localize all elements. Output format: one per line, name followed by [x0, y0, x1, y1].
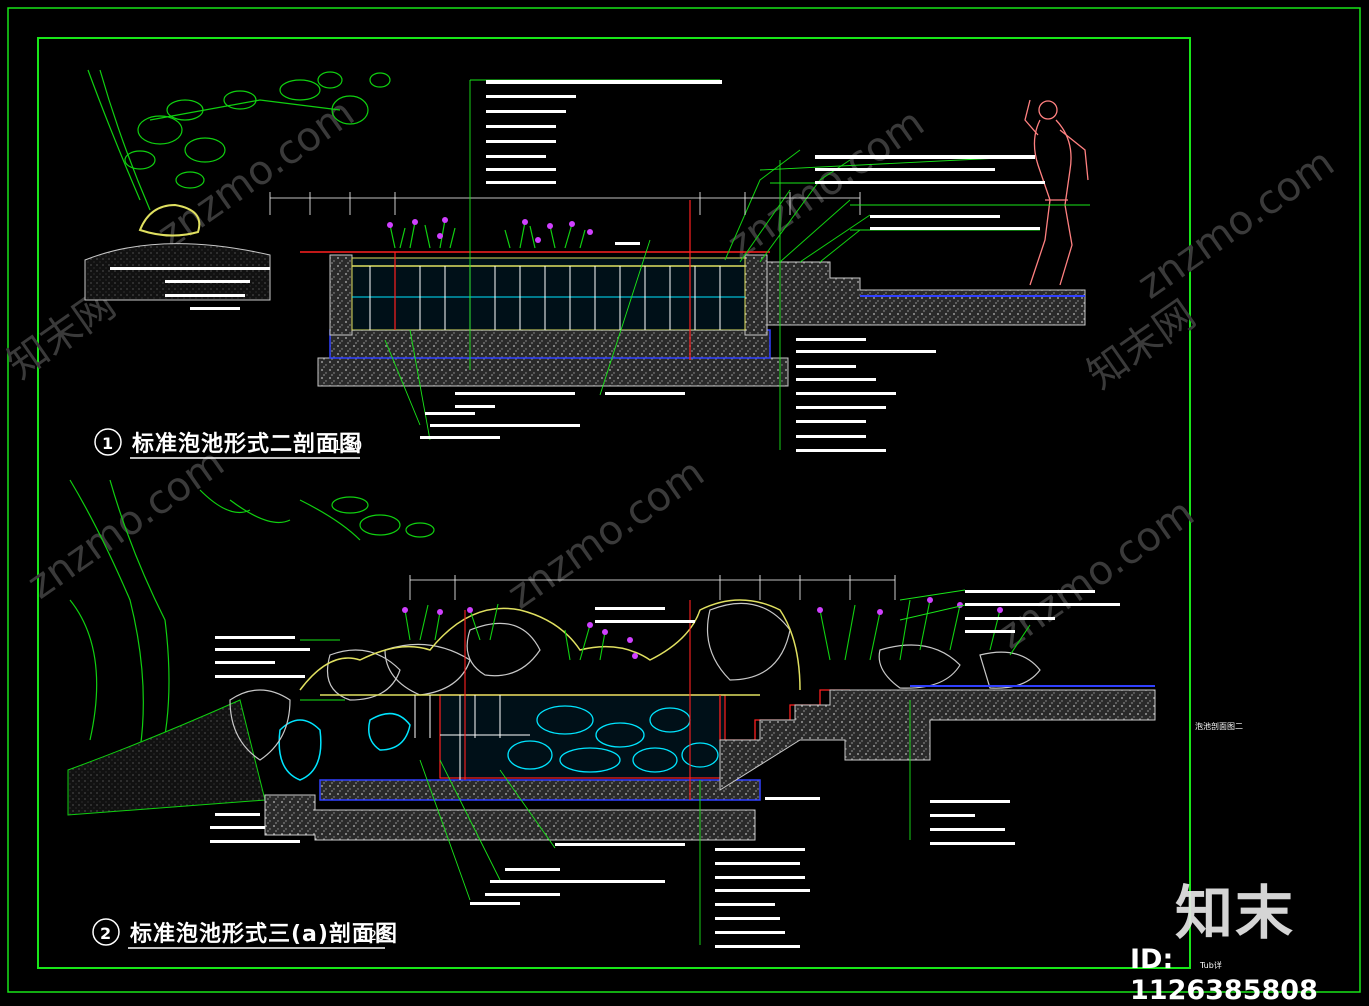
- right-deck: [766, 261, 1086, 326]
- section-1-scale: 1:20: [333, 439, 362, 454]
- pool-2-shell: [319, 779, 761, 801]
- watermark-id: ID: 1126385808: [1130, 944, 1318, 1006]
- section-1-title: 标准泡池形式二剖面图: [132, 431, 362, 457]
- annotation-leaders-2: [300, 589, 966, 945]
- pool-2-stones: [507, 705, 719, 773]
- pool-2-water: [439, 694, 726, 779]
- watermark-site: znzmo.com: [1129, 140, 1342, 309]
- section-1-number: 1: [102, 434, 114, 453]
- section-1-drawing: 1 标准泡池形式二剖面图 1:20: [84, 69, 1090, 459]
- section-1-number-circle: [94, 428, 122, 456]
- side-label: 泡池剖面图二: [1195, 721, 1243, 731]
- tree-foliage: [87, 69, 391, 211]
- section-2-title: 标准泡池形式三(a)剖面图: [130, 921, 398, 947]
- human-figure: [1024, 99, 1089, 286]
- annotation-text-bars-2: [210, 590, 1120, 948]
- flower-dots-2: [402, 597, 1003, 659]
- watermark-site: znzmo.com: [989, 490, 1202, 659]
- watermark-logo: 知末: [1175, 879, 1296, 947]
- aquatic-plants: [389, 219, 586, 249]
- annotation-text-bars: [110, 80, 1045, 452]
- section-2-drawing: 2 标准泡池形式三(a)剖面图 1:20: [67, 479, 1156, 949]
- rock-shape: [138, 203, 201, 237]
- outer-frame: [7, 7, 1361, 993]
- aquatic-plants-2: [404, 599, 1031, 661]
- right-deck-2: [719, 689, 1156, 791]
- pool-water: [351, 257, 746, 331]
- watermark-site: znzmo.com: [19, 440, 232, 609]
- pool-2-bars: [414, 695, 501, 780]
- dimension-line-2: [409, 575, 896, 600]
- flower-dots: [387, 217, 593, 243]
- left-ground-2: [67, 699, 266, 816]
- watermark-site: znzmo.com: [499, 450, 712, 619]
- pool-right-wall: [744, 254, 768, 336]
- watermark-site-cn: 知末网: [1079, 292, 1204, 399]
- pool-foundation: [317, 357, 789, 387]
- pool-2-foundation: [264, 794, 756, 841]
- inner-frame: [37, 37, 1191, 969]
- pool-left-wall: [329, 254, 353, 336]
- right-plants: [724, 149, 871, 263]
- dimension-line: [269, 192, 861, 215]
- section-2-number-circle: [92, 918, 120, 946]
- section-2-number: 2: [100, 924, 112, 943]
- left-ground: [84, 243, 271, 301]
- tree-trunk: [69, 479, 435, 761]
- section-2-scale: 1:20: [356, 929, 385, 944]
- rock-top-line: [299, 599, 801, 691]
- bottom-label: Tub详: [1199, 960, 1222, 970]
- pool-slab: [329, 329, 771, 359]
